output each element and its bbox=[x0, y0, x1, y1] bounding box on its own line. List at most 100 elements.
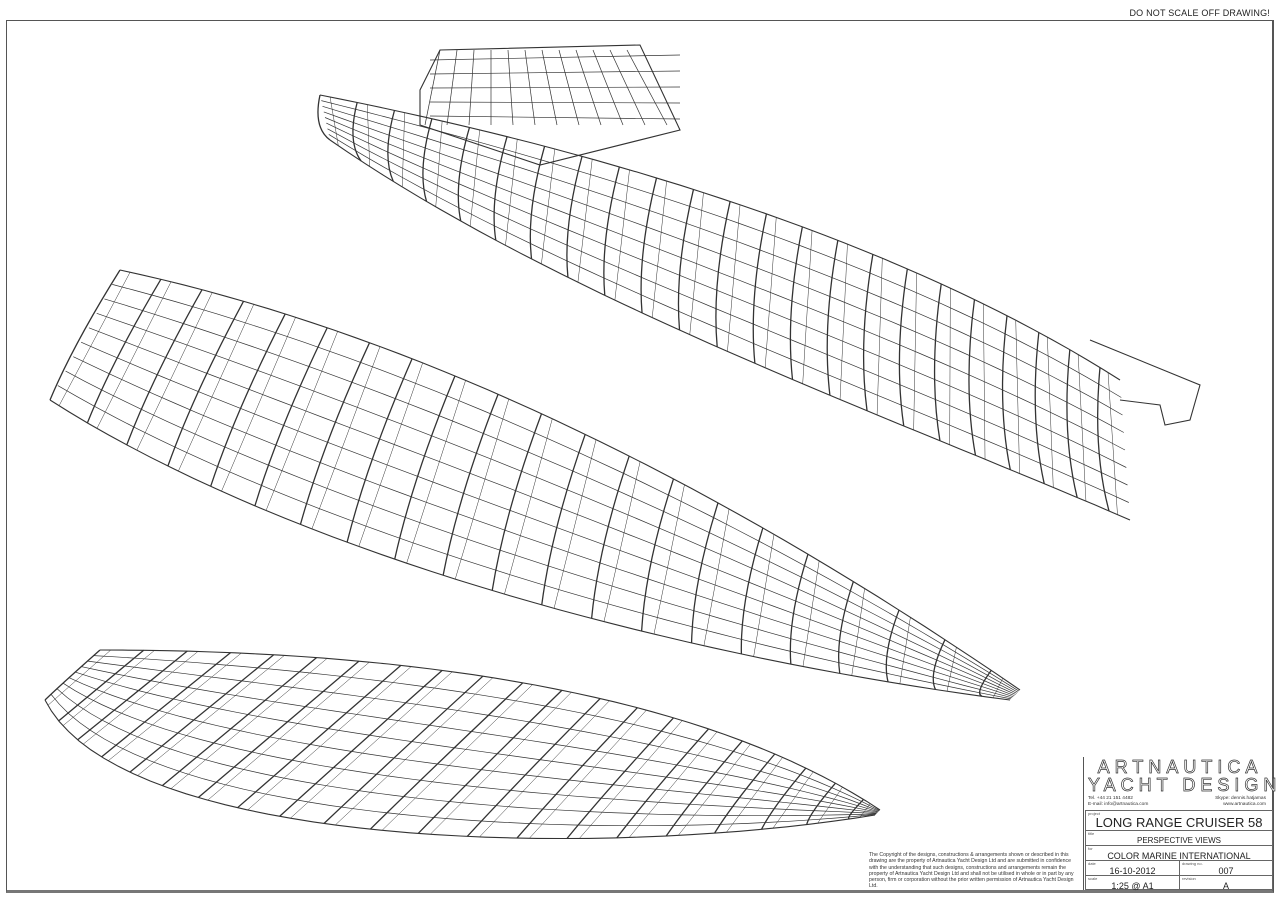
frame-rib bbox=[789, 554, 809, 665]
roof-beam bbox=[626, 49, 668, 126]
frame-rib bbox=[898, 268, 908, 427]
frame-rib bbox=[167, 300, 245, 467]
frame-rib bbox=[299, 342, 371, 525]
roof-stringer bbox=[429, 86, 681, 89]
stringer bbox=[63, 683, 877, 814]
frame-rib-flange bbox=[541, 148, 556, 265]
hull-edge bbox=[49, 399, 1011, 701]
frame-rib bbox=[323, 675, 484, 824]
frame-rib-flange bbox=[207, 661, 370, 801]
revision-field: revision A bbox=[1179, 875, 1273, 891]
stringer bbox=[326, 122, 1127, 468]
frame-rib bbox=[541, 434, 586, 605]
frame-rib-flange bbox=[108, 652, 242, 761]
stringer bbox=[69, 677, 878, 814]
hull-edge bbox=[119, 269, 1021, 691]
frame-rib bbox=[848, 798, 864, 820]
frame-rib bbox=[677, 189, 695, 331]
stringer bbox=[88, 327, 1016, 695]
hull-edge bbox=[44, 699, 876, 840]
frame-rib-flange bbox=[367, 104, 370, 167]
frame-rib bbox=[640, 177, 658, 313]
frame-rib bbox=[752, 213, 768, 364]
frame-rib bbox=[352, 102, 362, 162]
frame-rib-flange bbox=[653, 484, 685, 635]
frame-rib bbox=[101, 652, 231, 758]
frame-rib bbox=[1097, 367, 1110, 512]
roof-stringer bbox=[429, 115, 681, 120]
frame-rib-flange bbox=[529, 709, 647, 839]
client-field: for COLOR MARINE INTERNATIONAL bbox=[1085, 845, 1273, 861]
frame-rib bbox=[529, 146, 546, 260]
frame-rib bbox=[254, 327, 328, 507]
drawing-number-field: drawing no. 007 bbox=[1179, 860, 1273, 876]
frame-rib-flange bbox=[1107, 372, 1118, 515]
hull-edge bbox=[319, 94, 1121, 381]
frame-rib bbox=[826, 240, 839, 396]
frame-rib-flange bbox=[358, 362, 423, 547]
stringer bbox=[87, 660, 880, 812]
scale-field: scale 1:25 @ A1 bbox=[1085, 875, 1180, 891]
frame-rib bbox=[126, 289, 203, 446]
frame-rib-flange bbox=[62, 650, 155, 726]
frame-rib-flange bbox=[727, 204, 741, 352]
frame-rib bbox=[603, 166, 620, 296]
frame-rib bbox=[387, 110, 396, 182]
frame-rib-flange bbox=[614, 169, 630, 301]
roof-beam bbox=[446, 49, 458, 126]
frame-rib-flange bbox=[851, 588, 865, 676]
frame-rib-flange bbox=[577, 159, 593, 283]
frame-rib-flange bbox=[983, 303, 986, 460]
stringer bbox=[104, 298, 1018, 693]
frame-rib bbox=[1034, 332, 1045, 484]
frame-rib bbox=[616, 728, 710, 839]
frame-rib bbox=[466, 698, 601, 837]
stringer bbox=[327, 128, 1128, 486]
hull-edge bbox=[329, 139, 1131, 521]
frame-rib-flange bbox=[221, 317, 296, 492]
frame-rib-flange bbox=[47, 649, 111, 706]
frame-rib-flange bbox=[913, 272, 917, 431]
frame-rib bbox=[566, 717, 675, 839]
frame-rib bbox=[86, 278, 162, 424]
view-hull-top bbox=[49, 269, 1021, 701]
frame-rib bbox=[210, 313, 286, 487]
superstructure bbox=[419, 44, 681, 166]
frame-rib-flange bbox=[469, 129, 480, 227]
frame-rib-flange bbox=[764, 217, 777, 368]
stringer bbox=[328, 134, 1129, 503]
frame-rib-flange bbox=[401, 112, 405, 187]
frame-rib bbox=[346, 358, 413, 543]
frame-rib-flange bbox=[1047, 337, 1054, 488]
hull-edge bbox=[99, 649, 881, 811]
stringer bbox=[50, 694, 876, 827]
frame-rib-flange bbox=[311, 346, 381, 530]
roof-stringer bbox=[429, 70, 681, 75]
frame-rib bbox=[417, 689, 563, 834]
frame-rib bbox=[369, 682, 524, 830]
frame-rib bbox=[237, 664, 402, 809]
bow-fitting bbox=[1089, 339, 1201, 426]
frame-rib bbox=[933, 283, 942, 441]
frame-rib bbox=[862, 254, 874, 411]
frame-rib bbox=[932, 639, 946, 690]
stringer bbox=[81, 666, 879, 813]
title-field: title PERSPECTIVE VIEWS bbox=[1085, 830, 1273, 846]
frame-rib-flange bbox=[290, 671, 453, 819]
view-hull-bottom bbox=[44, 649, 881, 840]
stringer bbox=[93, 655, 880, 811]
frame-rib-flange bbox=[992, 678, 1003, 698]
view-hull-with-superstructure bbox=[317, 44, 1201, 521]
drawing-frame bbox=[6, 20, 1274, 893]
frame-rib-flange bbox=[553, 439, 597, 609]
frame-rib-flange bbox=[859, 803, 871, 818]
frame-rib bbox=[979, 670, 992, 697]
frame-rib-flange bbox=[949, 288, 951, 445]
frame-rib bbox=[665, 740, 743, 837]
frame-rib-flange bbox=[703, 508, 730, 646]
frame-rib bbox=[806, 782, 836, 825]
frame-rib-flange bbox=[335, 677, 493, 826]
frame-rib-flange bbox=[689, 192, 704, 335]
frame-rib-flange bbox=[899, 617, 911, 684]
